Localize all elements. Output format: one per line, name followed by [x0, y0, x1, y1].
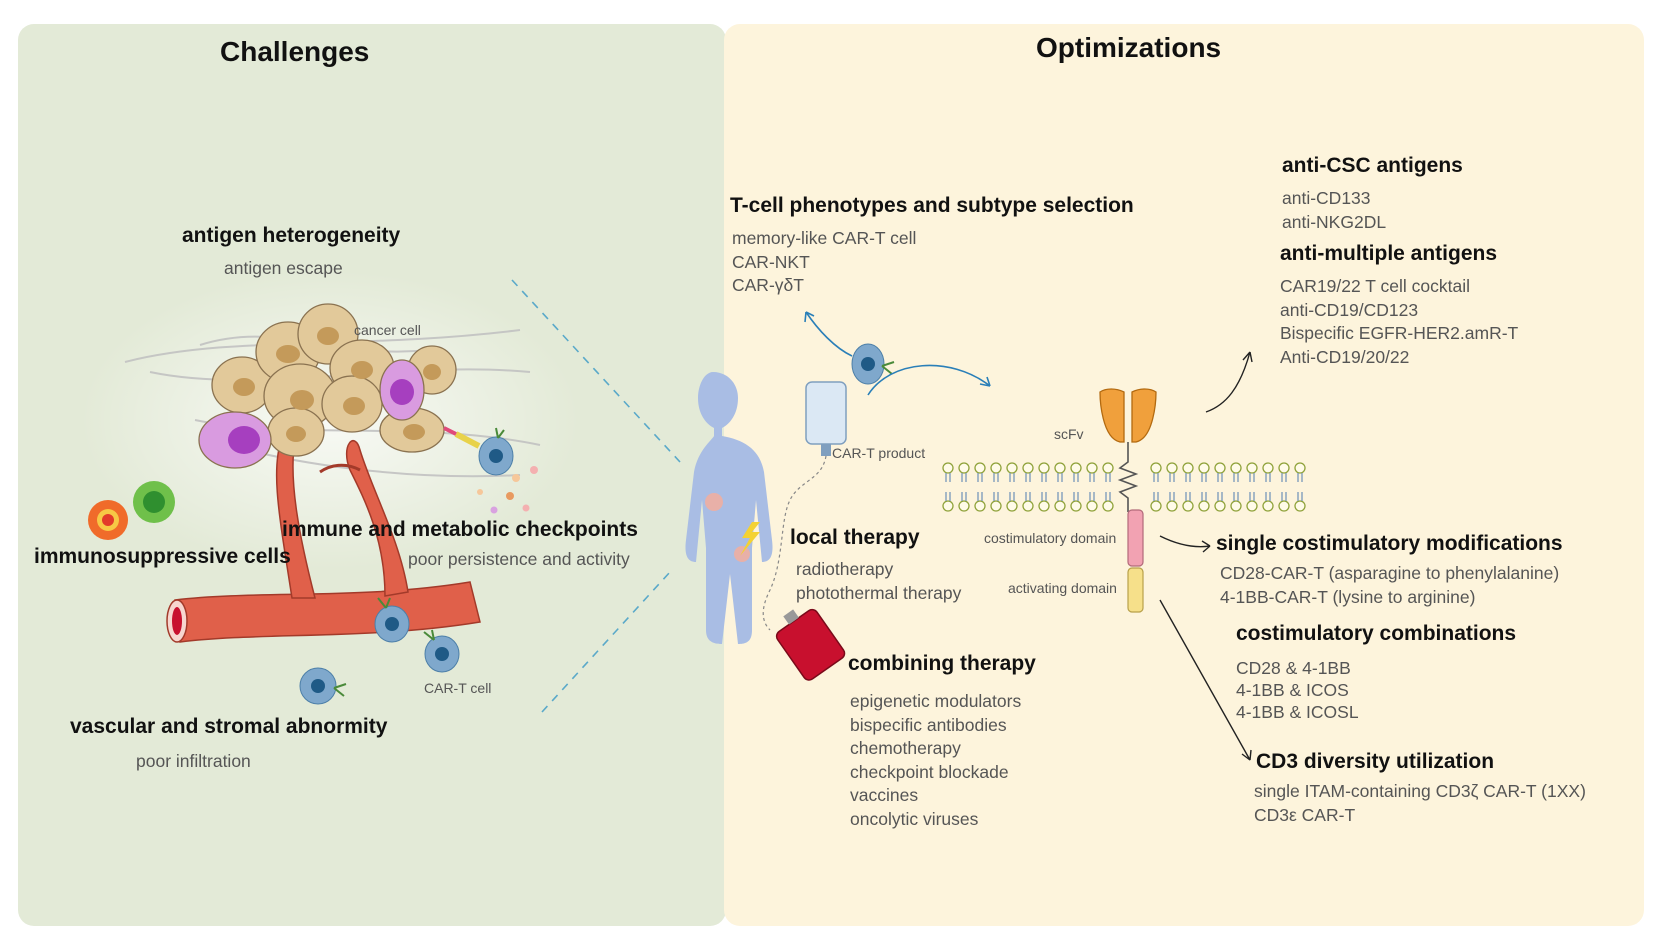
list-item: anti-NKG2DL	[1282, 211, 1387, 232]
challenges-title: Challenges	[220, 36, 370, 67]
combining-therapy-heading: combining therapy	[848, 652, 1036, 675]
tcell-list: memory-like CAR-T cell CAR-NKT CAR-γδT	[732, 227, 916, 298]
list-item: 4-1BB & ICOSL	[1236, 702, 1359, 722]
black-arrows	[1159, 351, 1253, 761]
dashed-guides	[511, 279, 681, 713]
scfv-label: scFv	[1054, 426, 1084, 442]
list-item: vaccines	[850, 785, 919, 805]
car-structure	[1099, 388, 1157, 613]
local-therapy-heading: local therapy	[790, 526, 920, 549]
list-item: oncolytic viruses	[850, 808, 979, 829]
costimulatory-domain-label: costimulatory domain	[984, 530, 1117, 546]
cd3-heading: CD3 diversity utilization	[1256, 750, 1495, 773]
car-t-cell-label: CAR-T cell	[424, 680, 492, 696]
list-item: Anti-CD19/20/22	[1280, 346, 1410, 367]
list-item: 4-1BB & ICOS	[1236, 680, 1349, 700]
list-item: 4-1BB-CAR-T (lysine to arginine)	[1220, 586, 1476, 607]
list-item: Bispecific EGFR-HER2.amR-T	[1280, 323, 1519, 343]
cd3-list: single ITAM-containing CD3ζ CAR-T (1XX) …	[1254, 780, 1586, 827]
single-costim-list: CD28-CAR-T (asparagine to phenylalanine)…	[1220, 562, 1559, 609]
list-item: photothermal therapy	[796, 582, 962, 603]
tumor-cluster	[198, 303, 457, 469]
activating-domain-label: activating domain	[1008, 580, 1117, 596]
list-item: anti-CD19/CD123	[1280, 299, 1419, 320]
immunosuppressive-cells-heading: immunosuppressive cells	[34, 545, 291, 568]
antigen-escape-text: antigen escape	[224, 258, 343, 278]
car-t-cell-product	[851, 343, 895, 385]
human-body	[685, 372, 773, 644]
anti-csc-heading: anti-CSC antigens	[1282, 154, 1463, 177]
optimizations-panel	[724, 24, 1644, 926]
single-costim-heading: single costimulatory modifications	[1216, 532, 1563, 555]
costim-combinations-heading: costimulatory combinations	[1236, 622, 1517, 645]
tcell-heading: T-cell phenotypes and subtype selection	[730, 194, 1134, 217]
anti-csc-list: anti-CD133 anti-NKG2DL	[1282, 187, 1386, 234]
antigen-heterogeneity-heading: antigen heterogeneity	[182, 224, 401, 247]
vascular-heading: vascular and stromal abnormity	[70, 715, 388, 738]
list-item: CAR19/22 T cell cocktail	[1280, 276, 1470, 296]
immunosuppressive-cells	[88, 481, 175, 540]
combining-therapy-list: epigenetic modulators bispecific antibod…	[850, 690, 1021, 831]
list-item: CD28 & 4-1BB	[1236, 658, 1351, 678]
car-t-product-bag	[762, 381, 847, 631]
list-item: anti-CD133	[1282, 188, 1371, 208]
list-item: memory-like CAR-T cell	[732, 228, 917, 248]
checkpoints-heading: immune and metabolic checkpoints	[282, 518, 638, 541]
secreted-molecules	[477, 458, 538, 514]
car-t-product-label: CAR-T product	[832, 445, 926, 461]
cell-membrane	[942, 462, 1306, 512]
blood-vessel	[166, 424, 481, 643]
poor-infiltration-text: poor infiltration	[136, 751, 251, 771]
cancer-cell-label: cancer cell	[354, 322, 421, 338]
list-item: single ITAM-containing CD3ζ CAR-T (1XX)	[1254, 781, 1586, 801]
list-item: CD3ε CAR-T	[1254, 804, 1356, 825]
list-item: CAR-γδT	[732, 275, 804, 295]
checkpoints-detail: poor persistence and activity	[408, 549, 630, 569]
local-therapy-list: radiotherapy photothermal therapy	[796, 558, 961, 605]
list-item: bispecific antibodies	[850, 714, 1007, 735]
optimizations-title: Optimizations	[1036, 32, 1222, 63]
blue-arrows	[804, 311, 991, 396]
list-item: CAR-NKT	[732, 251, 810, 272]
list-item: epigenetic modulators	[850, 691, 1022, 711]
costim-combinations-list: CD28 & 4-1BB 4-1BB & ICOS 4-1BB & ICOSL	[1236, 657, 1359, 723]
anti-multiple-heading: anti-multiple antigens	[1280, 242, 1498, 265]
list-item: checkpoint blockade	[850, 761, 1009, 782]
car-t-cells	[299, 426, 514, 705]
anti-multiple-list: CAR19/22 T cell cocktail anti-CD19/CD123…	[1280, 275, 1518, 369]
blood-bag	[775, 608, 846, 681]
list-item: chemotherapy	[850, 738, 961, 758]
list-item: radiotherapy	[796, 559, 894, 579]
list-item: CD28-CAR-T (asparagine to phenylalanine)	[1220, 563, 1560, 583]
